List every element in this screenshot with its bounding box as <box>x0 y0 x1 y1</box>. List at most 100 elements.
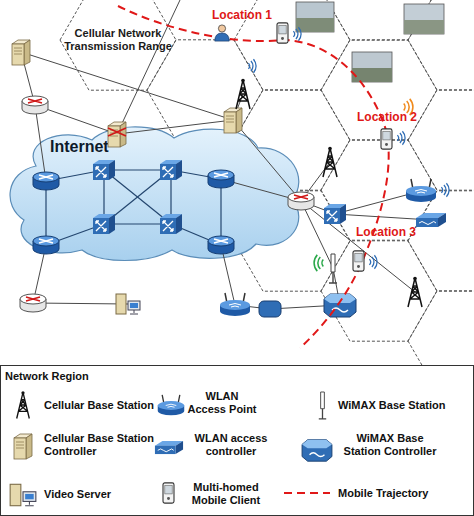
legend-text: Multi-homed Mobile Client <box>186 481 266 506</box>
controller-icon <box>155 441 183 454</box>
backbone-link <box>170 170 171 224</box>
controller-icon <box>416 213 446 227</box>
server-icon <box>10 484 36 505</box>
controller-icon <box>108 122 126 147</box>
coverage-hexagon <box>321 140 437 240</box>
network-link <box>21 52 35 105</box>
network-link <box>35 105 46 181</box>
coverage-hexagon <box>60 0 176 90</box>
controller-icon <box>14 434 32 459</box>
network-link <box>301 201 415 292</box>
switch-icon <box>93 160 115 180</box>
location-label: Location 3 <box>356 226 436 240</box>
signal-waves <box>293 27 301 41</box>
network-link <box>233 120 301 201</box>
street-photos <box>296 2 444 82</box>
switch-icon <box>160 214 182 234</box>
coverage-hexagon <box>147 40 263 140</box>
router-icon <box>33 172 59 190</box>
network-link <box>333 268 340 305</box>
legend-text: Mobile Trajectory <box>338 487 472 500</box>
router-icon <box>208 236 234 254</box>
network-link <box>233 94 243 120</box>
network-link <box>301 201 335 214</box>
signal-waves <box>248 59 256 73</box>
router-icon <box>208 170 234 188</box>
controller-icon <box>324 294 356 317</box>
network-link <box>35 105 117 134</box>
coverage-hexagon <box>408 90 474 190</box>
backbone-link <box>104 170 171 224</box>
access-point-icon <box>406 179 436 202</box>
backbone-link <box>171 224 221 245</box>
coverage-hexagon <box>321 0 437 40</box>
tower-icon <box>323 147 337 177</box>
controller-icon <box>302 440 332 461</box>
router-icon <box>33 236 59 254</box>
coverage-hexagon <box>321 40 437 140</box>
street-photo <box>404 4 444 34</box>
network-cloud: Internet <box>4 124 306 260</box>
legend-text: WiMAX Base Station Controller <box>340 432 440 457</box>
access-point-icon <box>220 293 250 316</box>
legend-text: Cellular Base Station Controller <box>44 432 174 457</box>
street-photo <box>404 20 444 34</box>
cloud-shape <box>10 127 299 261</box>
controller-icon <box>324 204 346 224</box>
tower-icon <box>17 391 30 418</box>
trajectory-sample <box>284 492 330 494</box>
switch-icon <box>160 160 182 180</box>
signal-waves <box>314 255 323 271</box>
network-link <box>335 191 421 214</box>
legend-text: Cellular Base Station <box>44 399 184 412</box>
network-link <box>117 0 180 134</box>
backbone-link <box>45 181 46 245</box>
coverage-label: Cellular Network Transmission Range <box>61 27 175 52</box>
backbone-link <box>46 170 104 181</box>
network-link <box>221 179 301 201</box>
backbone-link <box>220 179 221 245</box>
signal-waves <box>441 183 449 197</box>
network-link <box>33 303 128 304</box>
street-photo <box>296 2 334 32</box>
coverage-hexagon <box>321 241 437 341</box>
node-title: Internet <box>50 138 150 156</box>
legend-text: WLAN Access Point <box>186 390 258 415</box>
location-label: Location 2 <box>357 111 437 125</box>
network-link <box>221 245 235 305</box>
network-link <box>301 162 330 201</box>
cloud-outline <box>4 124 306 260</box>
legend-text: Video Server <box>44 488 154 501</box>
legend-heading: Network Region <box>5 370 125 383</box>
gateway-mark <box>108 128 126 136</box>
server-icon <box>116 294 140 314</box>
tower-icon <box>236 79 250 109</box>
backbone-link <box>103 170 104 224</box>
street-photo <box>296 18 334 32</box>
tower-icon <box>408 277 422 307</box>
network-link <box>117 120 233 134</box>
street-photo <box>352 68 392 82</box>
phone-icon <box>277 23 288 43</box>
location-label: Location 1 <box>212 9 292 23</box>
access-point-icon <box>158 395 184 415</box>
network-link <box>21 52 233 120</box>
router-icon <box>22 96 48 114</box>
network-link <box>301 201 333 268</box>
legend-frame <box>1 366 474 516</box>
backbone-link <box>171 170 221 179</box>
person-icon <box>215 25 229 41</box>
signal-waves <box>369 255 377 269</box>
phone-icon <box>381 129 392 149</box>
router-icon <box>288 192 314 210</box>
street-photo <box>352 52 392 82</box>
network-link <box>335 214 431 220</box>
legend-text: WLAN access controller <box>186 432 276 457</box>
backbone-link <box>46 224 104 245</box>
coverage-hexagon <box>408 291 474 365</box>
backbone-link <box>104 223 171 224</box>
network-link <box>33 245 46 303</box>
legend-text: WiMAX Base Station <box>338 399 472 412</box>
router-icon <box>20 294 46 312</box>
coverage-hexagon <box>408 191 474 291</box>
